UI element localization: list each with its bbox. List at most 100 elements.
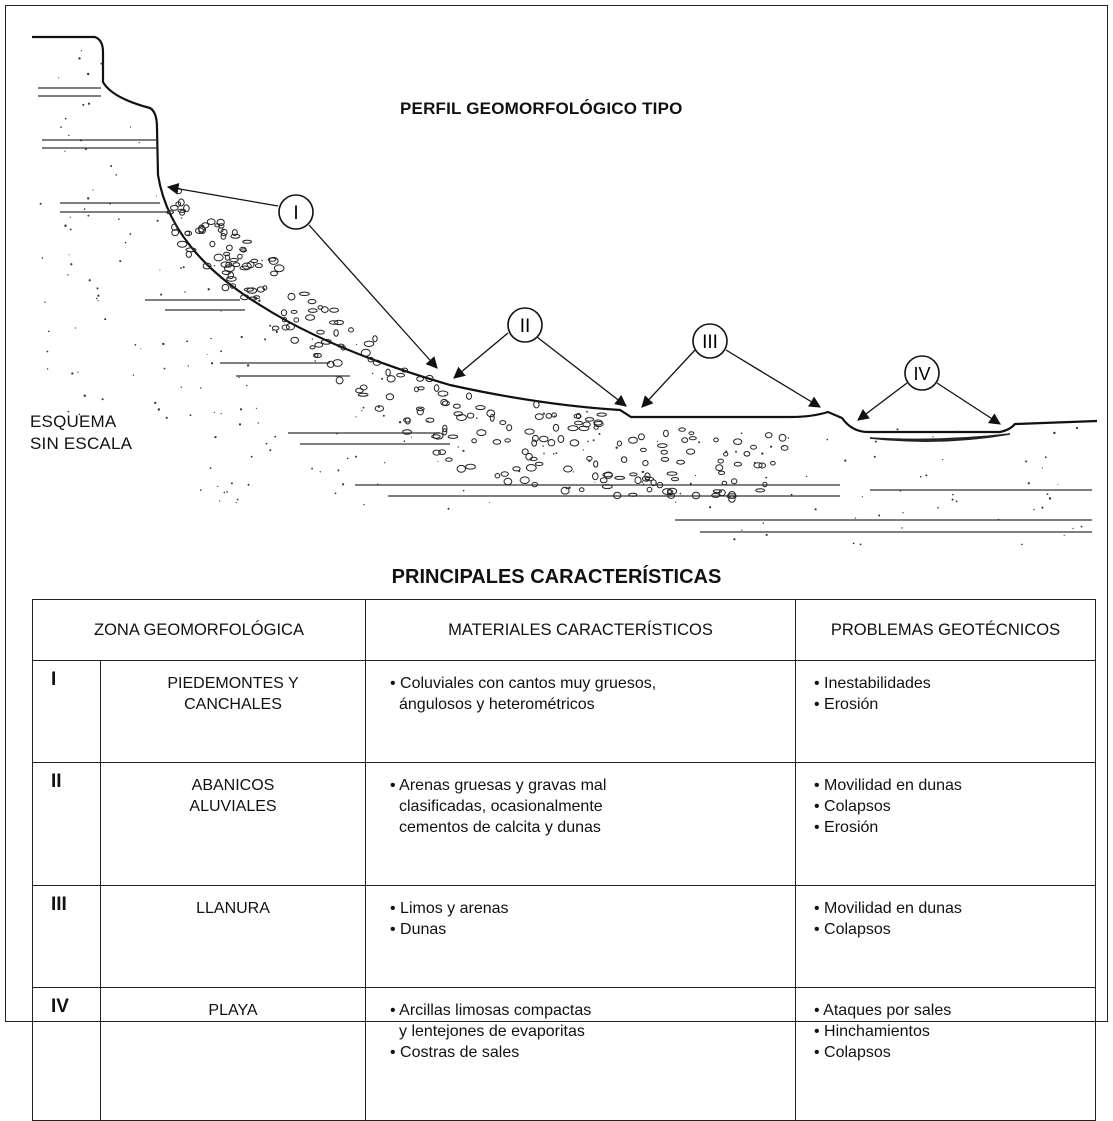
marker-III-label: III: [702, 332, 718, 353]
sand-dot: [765, 533, 768, 536]
gravel-clast: [414, 386, 419, 393]
sand-dot: [361, 410, 363, 412]
gravel-clast: [531, 439, 538, 447]
gravel-clast: [593, 460, 599, 468]
gravel-clast: [578, 425, 590, 432]
sand-dot: [78, 413, 81, 416]
sand-dot: [100, 62, 103, 65]
sand-dot: [568, 486, 571, 489]
gravel-clast: [466, 412, 475, 419]
gravel-clast: [688, 436, 697, 441]
gravel-clast: [216, 218, 225, 227]
gravel-clast: [534, 413, 544, 421]
sand-dot: [83, 208, 86, 210]
gravel-clast: [417, 386, 425, 391]
gravel-clast: [402, 429, 412, 435]
sand-dot: [210, 337, 212, 340]
gravel-clast: [226, 244, 233, 252]
gravel-clast: [670, 477, 680, 482]
gravel-clast: [337, 343, 345, 348]
gravel-clast: [660, 457, 670, 462]
gravel-clast: [206, 218, 216, 225]
sand-dot: [735, 450, 737, 453]
scale-note: ESQUEMA SIN ESCALA: [30, 411, 132, 455]
gravel-clast: [313, 353, 319, 358]
problem-item: Colapsos: [814, 1042, 1085, 1063]
sand-dot: [189, 414, 192, 417]
gravel-clast: [332, 359, 343, 367]
sand-dot: [264, 338, 267, 341]
gravel-clast: [691, 491, 701, 500]
sand-dot: [214, 436, 217, 439]
gravel-clast: [386, 375, 396, 383]
sand-dot: [342, 483, 345, 486]
sand-dot: [381, 377, 384, 380]
sand-dot: [119, 260, 122, 263]
gravel-clast: [758, 462, 767, 469]
characteristics-table: ZONA GEOMORFOLÓGICA MATERIALES CARACTERÍ…: [32, 599, 1096, 1121]
sand-dot: [1046, 493, 1049, 495]
gravel-clast: [415, 406, 425, 412]
gravel-clast: [557, 435, 565, 443]
sand-dot: [1041, 467, 1043, 469]
problem-item: Ataques por sales: [814, 1000, 1085, 1021]
sand-dot: [47, 330, 50, 333]
gravel-clast: [363, 340, 375, 347]
gravel-clast: [731, 478, 738, 485]
gravel-clast: [552, 423, 560, 432]
gravel-clast: [309, 345, 316, 350]
gravel-clast: [476, 429, 487, 437]
sand-dot: [129, 233, 132, 236]
gravel-clast: [232, 262, 241, 268]
sand-dot: [899, 490, 901, 492]
header-materials: MATERIALES CARACTERÍSTICOS: [365, 599, 796, 661]
sand-dot: [246, 384, 248, 387]
sand-dot: [207, 288, 210, 291]
sand-dot: [427, 420, 429, 423]
zone-numeral-text: IV: [51, 996, 69, 1017]
marker-III: III: [641, 323, 822, 408]
gravel-clast: [602, 472, 614, 478]
sand-dot: [69, 228, 72, 231]
problem-item: Erosión: [814, 817, 1085, 838]
gravel-clast: [202, 262, 212, 270]
gravel-clast: [599, 477, 608, 484]
gravel-clast: [305, 314, 316, 321]
gravel-clast: [273, 264, 285, 273]
sand-dot: [1072, 527, 1074, 530]
gravel-clast: [533, 400, 540, 409]
sand-dot: [878, 514, 881, 517]
gravel-clast: [499, 420, 507, 426]
material-item: Coluviales con cantos muy gruesos,: [390, 673, 785, 694]
colluvial-gravel-texture: [166, 187, 789, 503]
material-list: Arenas gruesas y gravas malclasificadas,…: [390, 775, 785, 838]
sand-dot: [87, 102, 91, 105]
gravel-clast: [666, 471, 678, 476]
gravel-clast: [613, 491, 622, 500]
sand-dot: [1048, 497, 1052, 500]
sand-dot: [41, 257, 44, 259]
sand-dot: [572, 471, 575, 473]
sand-dot: [901, 527, 903, 529]
gravel-clast: [676, 459, 685, 465]
sand-dot: [84, 148, 87, 151]
problem-item: Hinchamientos: [814, 1021, 1085, 1042]
gravel-clast: [503, 477, 513, 486]
gravel-clast: [456, 414, 467, 421]
sand-dot: [854, 517, 857, 519]
gravel-clast: [780, 445, 789, 451]
sand-dot: [1080, 525, 1083, 528]
gravel-clast: [307, 308, 318, 313]
sand-dot: [925, 474, 928, 477]
sand-dot: [762, 522, 764, 524]
sand-dot: [213, 265, 216, 267]
sand-dot: [92, 189, 94, 191]
problem-list: Ataques por salesHinchamientosColapsos: [814, 1000, 1085, 1063]
sand-dot: [69, 216, 71, 218]
sand-dot: [592, 439, 595, 442]
sand-dot: [335, 432, 338, 435]
gravel-clast: [425, 374, 434, 383]
gravel-clast: [431, 434, 441, 439]
gravel-clast: [667, 489, 674, 496]
